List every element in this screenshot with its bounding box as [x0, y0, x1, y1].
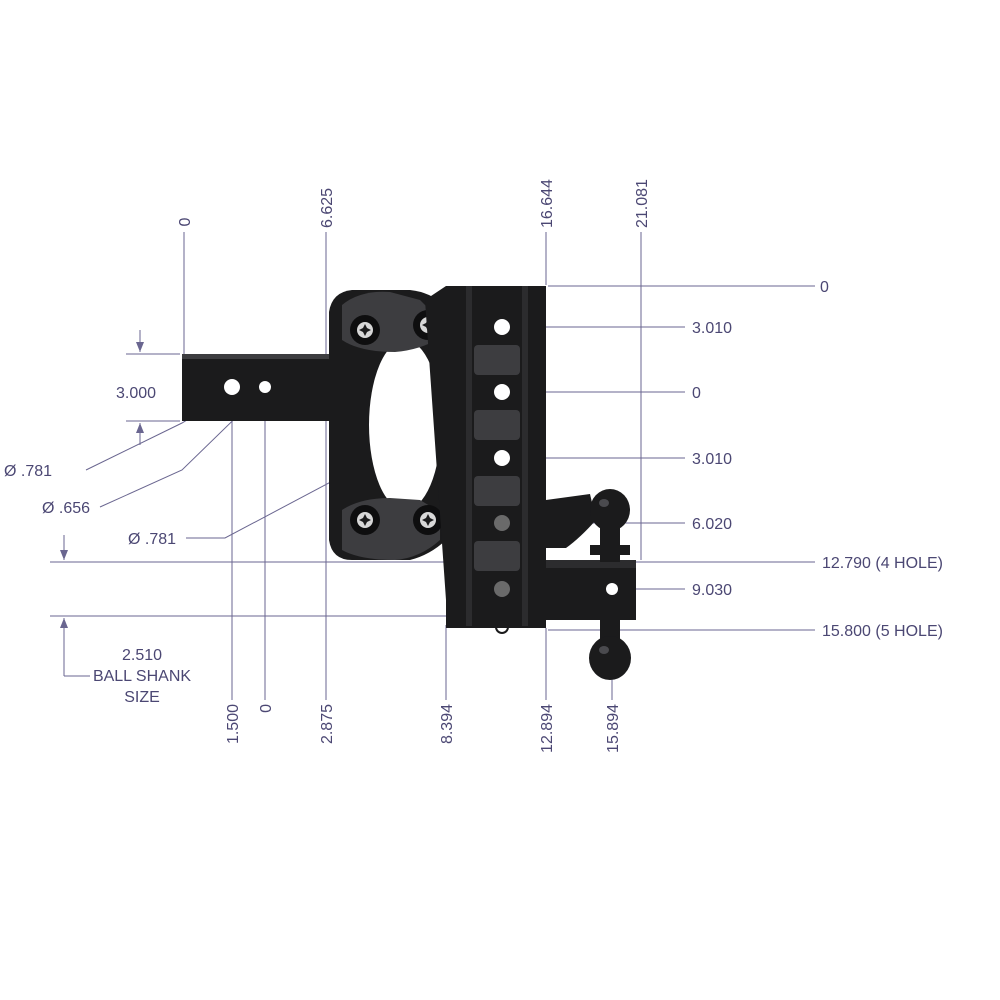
dim-right-9030: 9.030: [692, 582, 732, 599]
dim-left-dia656: Ø .656: [42, 500, 90, 517]
dim-bottom-8394: 8.394: [439, 704, 456, 744]
dim-top-21081: 21.081: [634, 179, 651, 228]
hitch-assembly: [182, 286, 636, 680]
torx-bolt-icon: [350, 315, 380, 345]
dim-left-3000: 3.000: [116, 385, 156, 402]
dim-bottom-1500: 1.500: [225, 704, 242, 744]
dim-right-3010-a: 3.010: [692, 320, 732, 337]
dim-right-0-mid: 0: [692, 385, 701, 402]
dim-right-6020: 6.020: [692, 516, 732, 533]
receiver-shank: [182, 354, 330, 421]
dim-top-6625: 6.625: [319, 188, 336, 228]
shank-holes: [494, 319, 510, 597]
ball-shank-value: 2.510: [122, 647, 162, 664]
top-dimension-labels: 0 6.625 16.644 21.081: [177, 179, 651, 228]
dim-bottom-12894: 12.894: [539, 704, 556, 753]
hitch-ball-icon: [590, 489, 630, 562]
dim-bottom-15894: 15.894: [605, 704, 622, 753]
hitch-ball-icon: [589, 620, 631, 680]
dim-left-dia781-b: Ø .781: [128, 531, 176, 548]
right-dimension-labels: 0 3.010 0 3.010 6.020 12.790 (4 HOLE) 9.…: [692, 279, 943, 640]
dim-left-dia781-a: Ø .781: [4, 463, 52, 480]
dim-top-0: 0: [177, 217, 194, 226]
dim-top-16644: 16.644: [539, 179, 556, 228]
ball-mount: [546, 494, 596, 548]
dim-bottom-0: 0: [258, 704, 275, 713]
torx-bolt-icon: [350, 505, 380, 535]
ball-shank-label-line2: SIZE: [124, 689, 160, 706]
dim-bottom-2875: 2.875: [319, 704, 336, 744]
dim-right-0-top: 0: [820, 279, 829, 296]
bottom-dimension-labels: 1.500 0 2.875 8.394 12.894 15.894: [225, 704, 622, 753]
dim-right-3010-b: 3.010: [692, 451, 732, 468]
ball-shank-label-line1: BALL SHANK: [93, 668, 191, 685]
dim-right-12790: 12.790 (4 HOLE): [822, 555, 943, 572]
left-dimension-labels: 3.000 Ø .781 Ø .656 Ø .781 2.510 BALL SH…: [4, 385, 191, 706]
torx-bolt-icon: [413, 505, 443, 535]
oval-cutout: [369, 340, 441, 510]
dim-right-15800: 15.800 (5 HOLE): [822, 623, 943, 640]
